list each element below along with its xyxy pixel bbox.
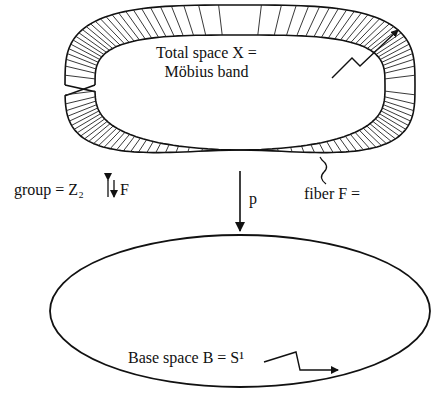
band-edge bbox=[65, 85, 415, 153]
band-fiber bbox=[79, 33, 107, 53]
band-fiber bbox=[384, 59, 414, 69]
base-circle bbox=[50, 235, 430, 387]
band-fiber bbox=[131, 138, 141, 152]
up-arrow bbox=[107, 180, 108, 197]
band-fiber bbox=[65, 91, 95, 95]
band-fiber bbox=[380, 44, 409, 59]
band-edge bbox=[95, 35, 385, 85]
band-fiber bbox=[151, 8, 166, 37]
band-fiber bbox=[65, 66, 95, 73]
band-fiber bbox=[104, 130, 120, 147]
band-fiber bbox=[277, 149, 279, 152]
band-fiber bbox=[291, 147, 293, 152]
band-fiber bbox=[81, 119, 105, 136]
band-fiber bbox=[297, 6, 309, 36]
band-fiber bbox=[302, 146, 304, 152]
band-fiber bbox=[364, 24, 390, 47]
map-label: p bbox=[249, 189, 257, 208]
band-fiber bbox=[371, 30, 398, 51]
band-fiber bbox=[373, 121, 396, 139]
band-fiber bbox=[355, 132, 370, 148]
down-arrow bbox=[113, 180, 114, 197]
band-fiber bbox=[112, 15, 134, 41]
node-text: Base space B = S¹ bbox=[128, 348, 328, 367]
band-fiber bbox=[91, 24, 117, 47]
band-fiber bbox=[311, 145, 315, 153]
band-fiber bbox=[385, 97, 415, 104]
band-fiber bbox=[306, 7, 320, 36]
mobius-band-shape bbox=[63, 3, 417, 169]
band-fiber bbox=[65, 75, 95, 79]
band-fiber bbox=[66, 101, 95, 111]
band-fiber bbox=[385, 91, 415, 95]
fiber-label: fiber F = bbox=[304, 184, 360, 203]
band-fiber bbox=[378, 40, 407, 57]
band-fiber bbox=[106, 17, 129, 43]
band-edge bbox=[65, 85, 385, 153]
band-fiber bbox=[110, 132, 125, 148]
band-fiber bbox=[201, 149, 203, 152]
band-fiber bbox=[77, 116, 102, 132]
band-fiber bbox=[73, 40, 102, 57]
band-fiber bbox=[259, 149, 260, 151]
band-fiber bbox=[184, 6, 194, 36]
band-fiber bbox=[142, 9, 159, 38]
band-fiber bbox=[350, 134, 363, 150]
band-fiber bbox=[176, 146, 178, 152]
band-fiber bbox=[335, 11, 355, 39]
band-fiber bbox=[147, 142, 153, 153]
band-fiber bbox=[101, 19, 125, 44]
band-fiber bbox=[219, 5, 223, 35]
band-fiber bbox=[274, 5, 281, 35]
band-fiber bbox=[328, 10, 346, 38]
band-fiber bbox=[327, 142, 333, 153]
band-fiber bbox=[220, 149, 221, 151]
band-fiber bbox=[76, 36, 104, 54]
band-fiber bbox=[139, 140, 147, 152]
band-fiber bbox=[95, 21, 120, 45]
band-fiber bbox=[378, 116, 403, 132]
band-fiber bbox=[345, 136, 356, 151]
band-fiber bbox=[258, 5, 262, 35]
band-fiber bbox=[85, 121, 108, 139]
band-fiber bbox=[166, 145, 170, 153]
band-fiber bbox=[133, 10, 151, 38]
band-fiber bbox=[287, 6, 297, 36]
band-fiber bbox=[356, 19, 380, 44]
base-leader bbox=[264, 352, 338, 370]
band-fiber bbox=[161, 7, 175, 36]
band-fiber bbox=[360, 21, 385, 45]
base-circle-node: Base space B = S¹ bbox=[48, 233, 432, 389]
band-leader bbox=[332, 30, 398, 78]
band-edge bbox=[65, 5, 415, 85]
fiber-leader bbox=[320, 157, 327, 184]
band-fiber bbox=[82, 30, 109, 51]
band-fiber bbox=[385, 75, 415, 79]
band-fiber bbox=[74, 114, 100, 130]
group-label: group = Z₂ bbox=[14, 180, 84, 199]
node-text: Total space X = Möbius band bbox=[139, 43, 274, 81]
band-fiber bbox=[383, 105, 412, 117]
band-fiber bbox=[375, 119, 399, 136]
band-fiber bbox=[322, 9, 339, 38]
band-fiber bbox=[334, 140, 342, 152]
fiber-symbol: F bbox=[120, 180, 129, 199]
band-fiber bbox=[314, 8, 329, 37]
band-fiber bbox=[117, 134, 130, 150]
band-fiber bbox=[67, 54, 97, 66]
band-fiber bbox=[171, 6, 183, 36]
band-fiber bbox=[367, 27, 393, 49]
band-fiber bbox=[188, 147, 190, 152]
band-fiber bbox=[319, 143, 324, 153]
mobius-band: Total space X = Möbius band bbox=[63, 3, 417, 169]
band-fiber bbox=[156, 143, 161, 153]
band-fiber bbox=[374, 33, 402, 53]
band-fiber bbox=[376, 36, 404, 54]
projection-arrow bbox=[239, 171, 241, 231]
band-fiber bbox=[199, 5, 206, 35]
